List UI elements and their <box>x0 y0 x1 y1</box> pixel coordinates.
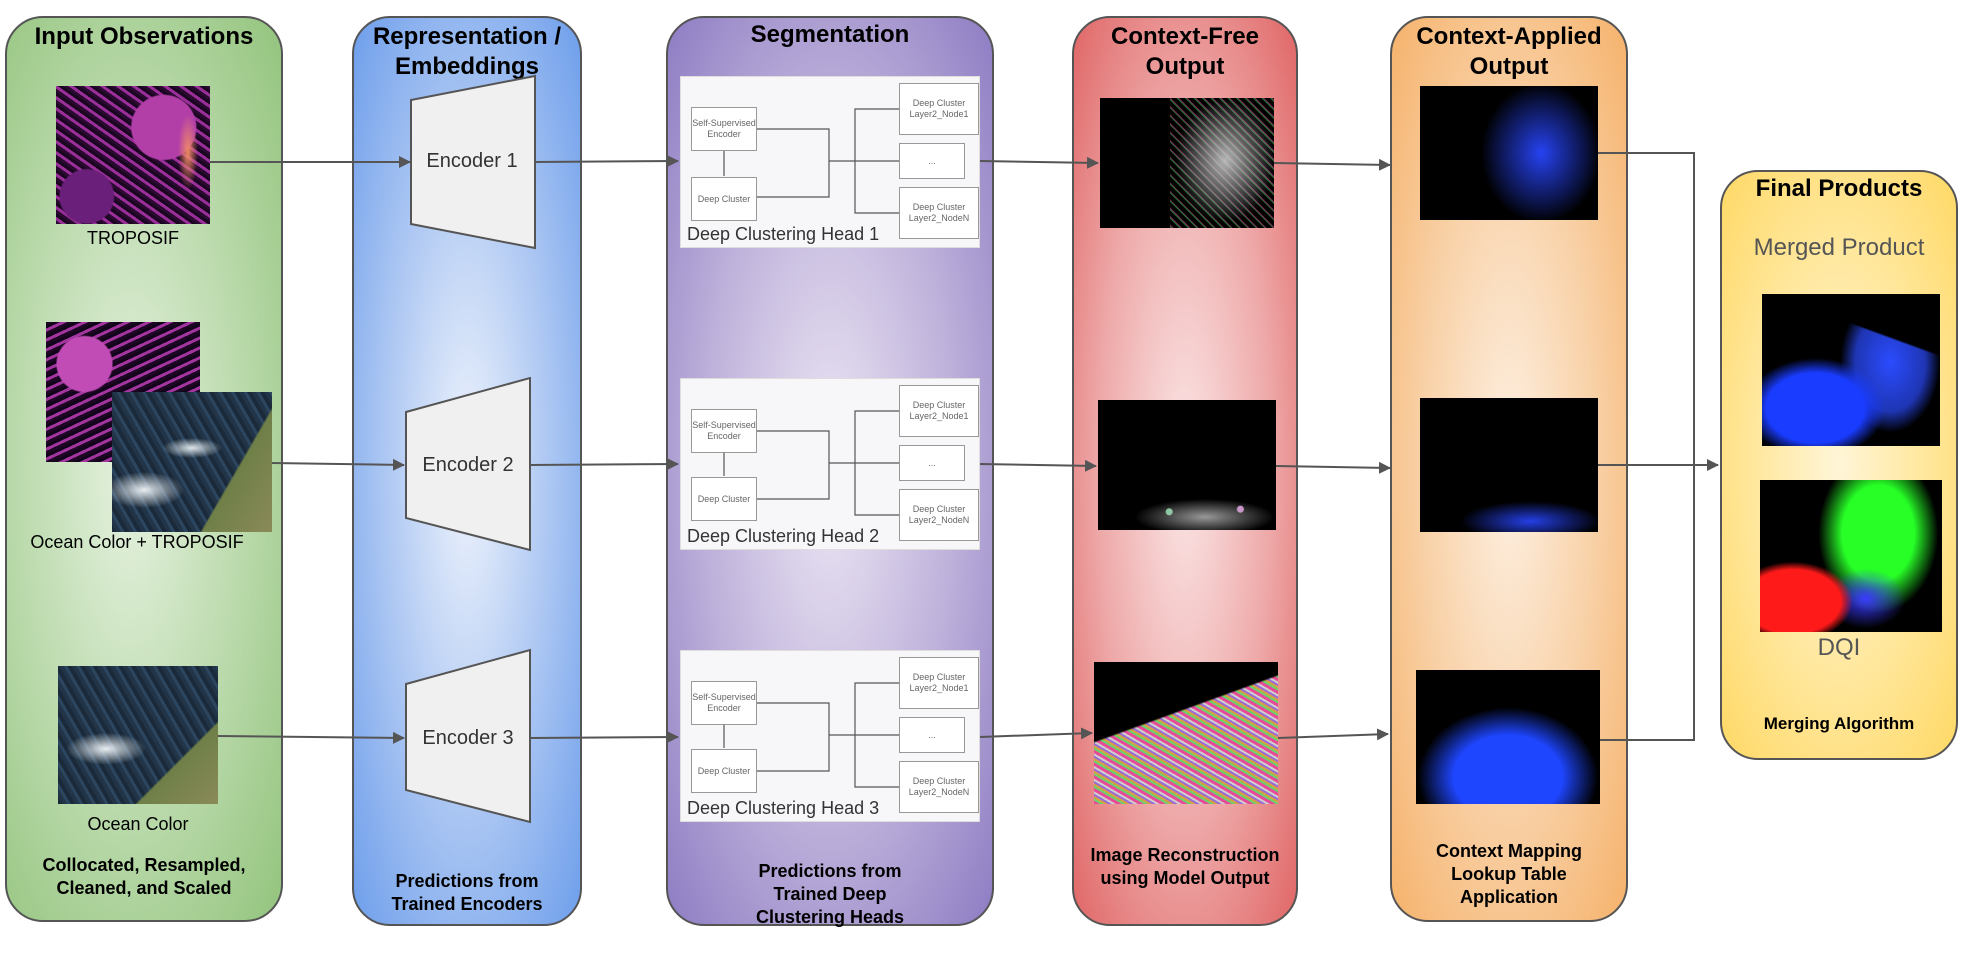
encoder-3-label: Encoder 3 <box>422 727 514 749</box>
dc3-noden-box: Deep Cluster Layer2_NodeN <box>899 761 979 813</box>
troposif-label: TROPOSIF <box>86 228 179 248</box>
context-applied-output-2-image <box>1420 398 1598 532</box>
arrow-context-free-1-to-applied-1 <box>1273 158 1391 171</box>
merged-product-label: Merged Product <box>1753 234 1925 261</box>
context-free-output-3-image <box>1094 662 1278 804</box>
deep-clustering-head-3-label: Deep Clustering Head 3 <box>687 798 880 818</box>
ocean-color-image <box>58 666 218 804</box>
arrow-encoder-3-to-head-3 <box>529 731 679 744</box>
deep-clustering-head-2-label: Deep Clustering Head 2 <box>687 526 880 546</box>
arrow-context-free-2-to-applied-2 <box>1275 461 1391 474</box>
ocean-color-stacked-image <box>112 392 272 532</box>
arrow-encoder-2-to-head-2 <box>529 458 679 471</box>
context-free-output-2-image <box>1098 400 1276 530</box>
dc2-noden-box: Deep Cluster Layer2_NodeN <box>899 489 979 541</box>
encoder-2-label: Encoder 2 <box>422 454 514 476</box>
arrow-input-to-encoder-2 <box>271 458 405 471</box>
connector-applied-3-to-merge <box>1600 465 1695 741</box>
arrow-context-free-3-to-applied-3 <box>1277 728 1389 741</box>
dc2-encoder-box: Self-Supervised Encoder <box>691 409 757 453</box>
dqi-image <box>1760 480 1942 632</box>
deep-clustering-head-1-label: Deep Clustering Head 1 <box>687 224 880 244</box>
context-free-output-1-image <box>1100 98 1274 228</box>
troposif-image <box>56 86 210 224</box>
encoder-1-label: Encoder 1 <box>426 150 518 172</box>
encoder-1-shape <box>410 74 536 250</box>
input-observations-footer: Collocated, Resampled, Cleaned, and Scal… <box>42 855 246 898</box>
deep-clustering-head-3-panel: Self-Supervised Encoder Deep Cluster Dee… <box>680 650 980 822</box>
input-observations-title: Input Observations <box>34 23 254 50</box>
final-products-column: Final Products Merged Product DQI Mergin… <box>1720 170 1958 760</box>
arrow-input-to-encoder-3 <box>217 731 405 744</box>
arrow-head-1-to-context-free-1 <box>979 156 1099 169</box>
encoder-2-shape <box>405 376 531 552</box>
encoder-3-shape <box>405 648 531 824</box>
deep-clustering-head-1-panel: Self-Supervised Encoder Deep Cluster Dee… <box>680 76 980 248</box>
context-applied-output-1-image <box>1420 86 1598 220</box>
dc1-encoder-box: Self-Supervised Encoder <box>691 107 757 151</box>
segmentation-title: Segmentation <box>750 21 910 48</box>
dc3-connectors <box>723 682 899 788</box>
dc2-node1-box: Deep Cluster Layer2_Node1 <box>899 385 979 437</box>
representation-title: Representation / Embeddings <box>372 23 562 80</box>
dc3-encoder-box: Self-Supervised Encoder <box>691 681 757 725</box>
dc3-ellipsis-box: ... <box>899 717 965 753</box>
context-free-footer: Image Reconstruction using Model Output <box>1090 845 1280 888</box>
dc1-node1-box: Deep Cluster Layer2_Node1 <box>899 83 979 135</box>
context-applied-output-3-image <box>1416 670 1600 804</box>
dc1-noden-box: Deep Cluster Layer2_NodeN <box>899 187 979 239</box>
final-products-title: Final Products <box>1755 175 1923 202</box>
arrow-head-3-to-context-free-3 <box>979 727 1093 740</box>
connector-applied-1-to-merge <box>1598 152 1695 465</box>
dc1-ellipsis-box: ... <box>899 143 965 179</box>
context-free-title: Context-Free Output <box>1110 23 1260 80</box>
dc3-node1-box: Deep Cluster Layer2_Node1 <box>899 657 979 709</box>
final-products-footer: Merging Algorithm <box>1763 714 1915 733</box>
deep-clustering-head-2-panel: Self-Supervised Encoder Deep Cluster Dee… <box>680 378 980 550</box>
dc3-cluster-box: Deep Cluster <box>691 749 757 793</box>
merged-product-image <box>1762 294 1940 446</box>
arrow-head-2-to-context-free-2 <box>979 459 1097 472</box>
dqi-label: DQI <box>1817 634 1861 661</box>
dc2-cluster-box: Deep Cluster <box>691 477 757 521</box>
context-applied-footer: Context Mapping Lookup Table Application <box>1436 841 1582 907</box>
representation-footer: Predictions from Trained Encoders <box>391 871 543 914</box>
segmentation-footer: Predictions from Trained Deep Clustering… <box>755 861 905 927</box>
dc2-ellipsis-box: ... <box>899 445 965 481</box>
context-applied-title: Context-Applied Output <box>1416 23 1602 80</box>
dc2-connectors <box>723 410 899 516</box>
arrow-encoder-1-to-head-1 <box>534 155 679 168</box>
dc1-connectors <box>723 108 899 214</box>
ocean-color-troposif-label: Ocean Color + TROPOSIF <box>30 532 244 552</box>
dc1-cluster-box: Deep Cluster <box>691 177 757 221</box>
ocean-color-label: Ocean Color <box>87 814 189 834</box>
